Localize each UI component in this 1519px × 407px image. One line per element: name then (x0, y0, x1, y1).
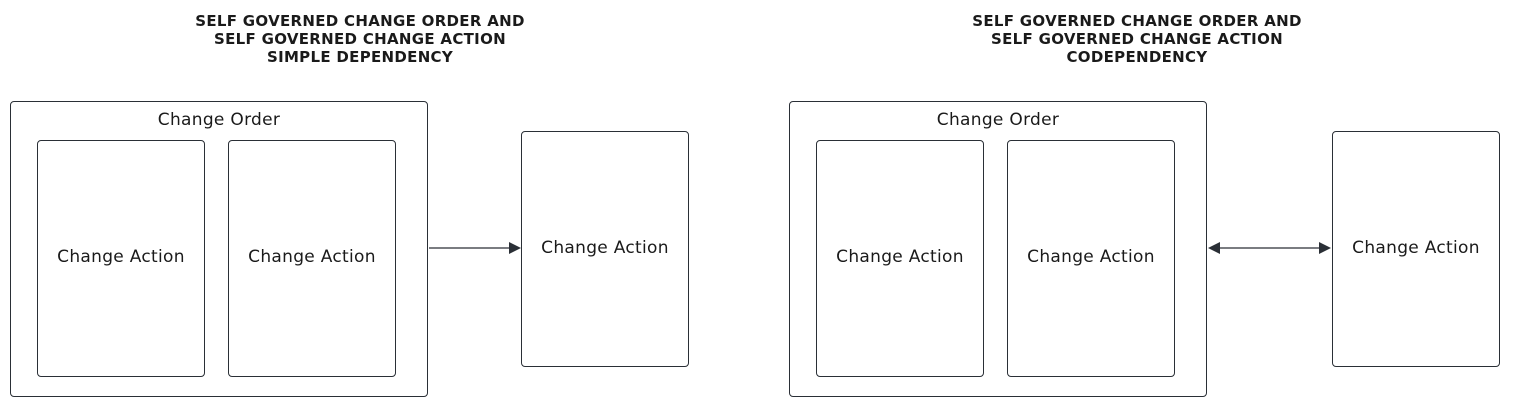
right-outer-change-action[interactable] (1332, 131, 1500, 367)
right-inner-change-action-2-label: Change Action (1027, 247, 1155, 267)
right-arrowhead-right (1319, 242, 1331, 254)
left-title-line-3: SIMPLE DEPENDENCY (266, 48, 454, 66)
right-arrowhead-left (1208, 242, 1220, 254)
left-diagram-title: SELF GOVERNED CHANGE ORDER AND SELF GOVE… (130, 12, 590, 66)
left-dependency-arrow[interactable] (429, 242, 521, 254)
right-title-line-3: CODEPENDENCY (1066, 48, 1208, 66)
right-inner-change-action-1[interactable] (816, 140, 984, 377)
left-outer-change-action[interactable] (521, 131, 689, 367)
right-title-line-1: SELF GOVERNED CHANGE ORDER AND (972, 12, 1302, 30)
left-inner-change-action-1[interactable] (37, 140, 205, 377)
right-outer-change-action-label: Change Action (1352, 238, 1480, 258)
left-inner-change-action-1-label: Change Action (57, 247, 185, 267)
left-title-line-1: SELF GOVERNED CHANGE ORDER AND (195, 12, 525, 30)
right-change-order-label: Change Order (936, 110, 1060, 130)
left-inner-change-action-2-label: Change Action (248, 247, 376, 267)
left-inner-change-action-2[interactable] (228, 140, 396, 377)
left-arrowhead-right (509, 242, 521, 254)
left-title-line-2: SELF GOVERNED CHANGE ACTION (214, 30, 506, 48)
left-change-order-label: Change Order (157, 110, 281, 130)
right-inner-change-action-2[interactable] (1007, 140, 1175, 377)
right-diagram-title: SELF GOVERNED CHANGE ORDER AND SELF GOVE… (907, 12, 1367, 66)
right-title-line-2: SELF GOVERNED CHANGE ACTION (991, 30, 1283, 48)
right-inner-change-action-1-label: Change Action (836, 247, 964, 267)
right-codependency-arrow[interactable] (1208, 242, 1331, 254)
left-outer-change-action-label: Change Action (541, 238, 669, 258)
